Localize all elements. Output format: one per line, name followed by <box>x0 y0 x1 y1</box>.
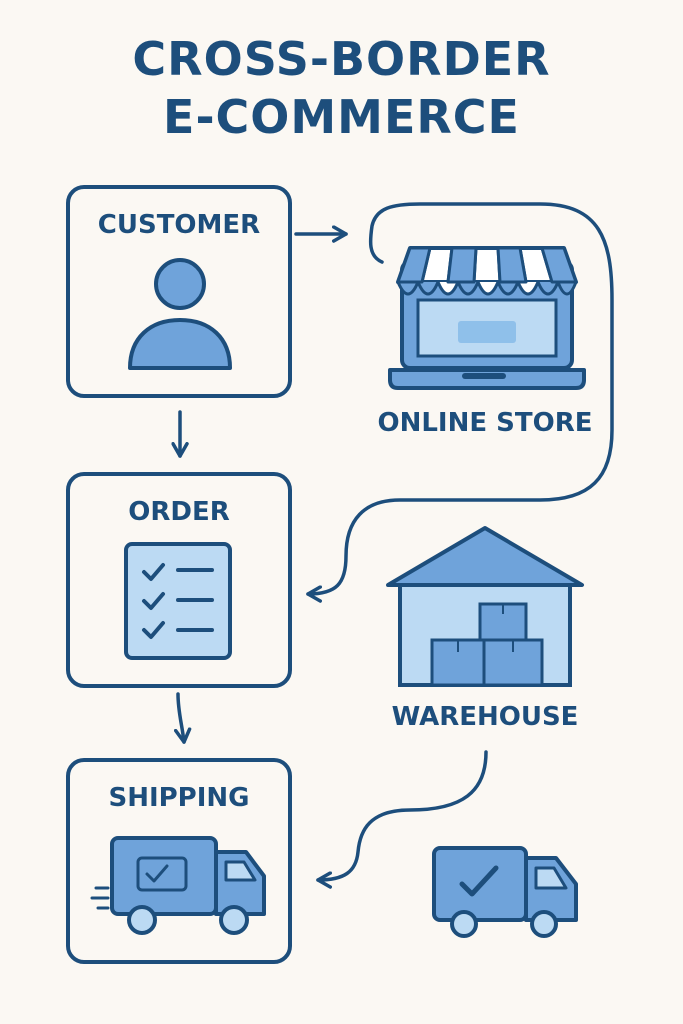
arrow-store-to-order <box>306 202 614 603</box>
title-line-2: E-COMMERCE <box>163 90 520 144</box>
shipping-label: SHIPPING <box>108 783 250 813</box>
delivery-truck-icon <box>90 836 266 935</box>
online-store-label: ONLINE STORE <box>377 408 593 438</box>
title-line-1: CROSS-BORDER <box>132 32 551 86</box>
truck-check-icon <box>432 846 578 938</box>
arrow-order-to-shipping <box>173 692 192 744</box>
order-label: ORDER <box>128 497 230 527</box>
order-box <box>66 472 292 688</box>
shipping-box <box>66 758 292 964</box>
warehouse-label: WAREHOUSE <box>391 702 579 732</box>
arrow-warehouse-to-shipping <box>316 750 488 889</box>
warehouse-icon <box>386 526 584 687</box>
laptop-store-icon <box>388 246 586 390</box>
person-icon <box>128 258 232 370</box>
customer-label: CUSTOMER <box>97 210 261 240</box>
diagram-title: CROSS-BORDER E-COMMERCE <box>0 30 683 146</box>
checklist-icon <box>124 542 232 660</box>
customer-box <box>66 185 292 398</box>
